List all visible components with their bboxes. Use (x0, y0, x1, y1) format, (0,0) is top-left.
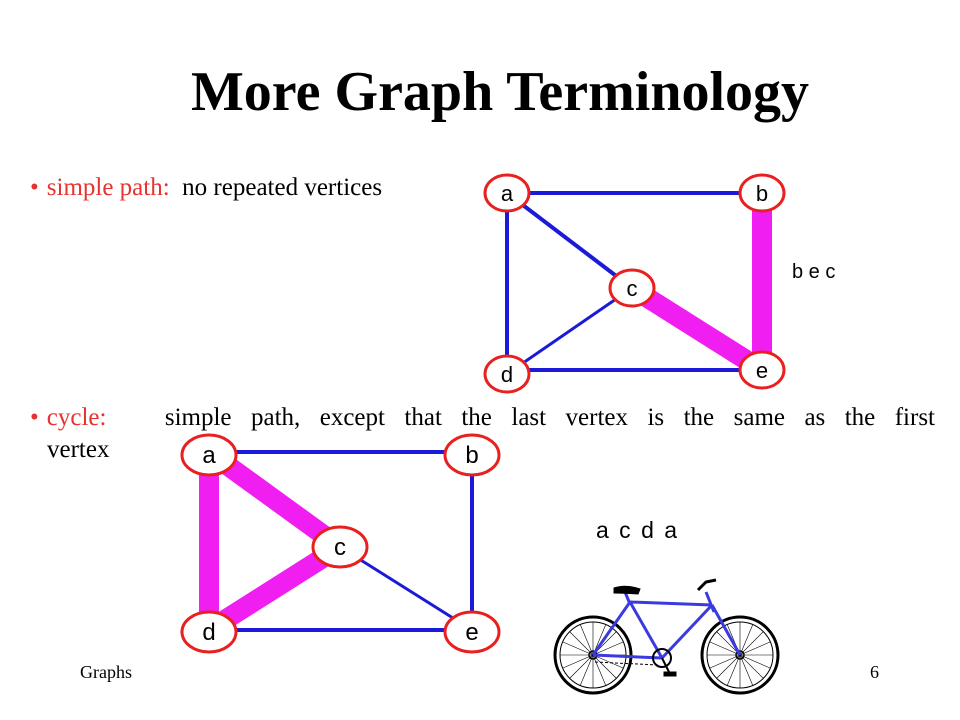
vertex-d: d (180, 610, 238, 654)
bullet-simple-path: • simple path: no repeated vertices (30, 172, 382, 204)
vertex-a: a (483, 173, 531, 213)
vertex-e-label: e (465, 619, 478, 646)
vertex-b: b (738, 173, 786, 213)
vertex-e-circle (738, 350, 786, 390)
saddle (613, 585, 641, 595)
slide-title: More Graph Terminology (190, 61, 810, 123)
bottom-path-label: a c d a (596, 517, 679, 543)
vertex-d-circle (180, 610, 238, 654)
vertex-a-label: a (202, 442, 216, 469)
chain (594, 661, 659, 666)
vertex-a-label: a (501, 181, 514, 206)
vertex-c: c (608, 268, 656, 308)
bullet-dot: • (30, 404, 39, 431)
vertex-e-label: e (756, 358, 768, 383)
vertex-c-circle (311, 525, 369, 569)
rear-wheel (553, 615, 633, 695)
vertex-b-label: b (465, 442, 478, 469)
edge-c-d (506, 286, 633, 376)
bullet-dot: • (30, 174, 39, 201)
edge-a-c (505, 191, 634, 290)
page-number: 6 (870, 662, 879, 682)
vertex-a-circle (483, 173, 531, 213)
bicycle-illustration (553, 578, 780, 695)
vertex-e: e (443, 610, 501, 654)
vertex-c-circle (608, 268, 656, 308)
bullet-cycle: • cycle: simple path, except that the las… (30, 402, 935, 466)
edge-c-e (339, 545, 473, 632)
pedal (663, 671, 677, 677)
handlebar (696, 578, 717, 592)
vertex-c-label: c (334, 534, 346, 561)
vertex-e: e (738, 350, 786, 390)
vertex-b-circle (443, 433, 501, 477)
vertex-c: c (311, 525, 369, 569)
cycle-definition: simple path, except that the last vertex… (164, 404, 936, 431)
chainring (652, 648, 672, 668)
vertex-b: b (443, 433, 501, 477)
vertex-a-circle (180, 433, 238, 477)
vertex-b-label: b (756, 181, 768, 206)
edge-c-e-highlight (626, 279, 768, 379)
bottom-graph: a b c d e a c d a (180, 433, 679, 654)
vertex-d: d (483, 354, 531, 394)
bicycle-parts (594, 578, 717, 677)
crank-arm (661, 657, 671, 675)
simple-path-definition: no repeated vertices (182, 174, 383, 201)
bicycle-frame (591, 591, 742, 660)
top-graph: a b c d e b e c (483, 173, 835, 394)
top-path-label: b e c (792, 261, 835, 283)
cycle-term: cycle: (46, 404, 107, 431)
footer-label: Graphs (80, 662, 132, 682)
vertex-a: a (180, 433, 238, 477)
simple-path-term: simple path: (46, 174, 170, 201)
vertex-d-label: d (202, 619, 215, 646)
cycle-definition-line2: vertex (47, 436, 110, 463)
vertex-c-label: c (627, 276, 638, 301)
vertex-e-circle (443, 610, 501, 654)
vertex-d-circle (483, 354, 531, 394)
vertex-d-label: d (501, 362, 513, 387)
vertex-b-circle (738, 173, 786, 213)
